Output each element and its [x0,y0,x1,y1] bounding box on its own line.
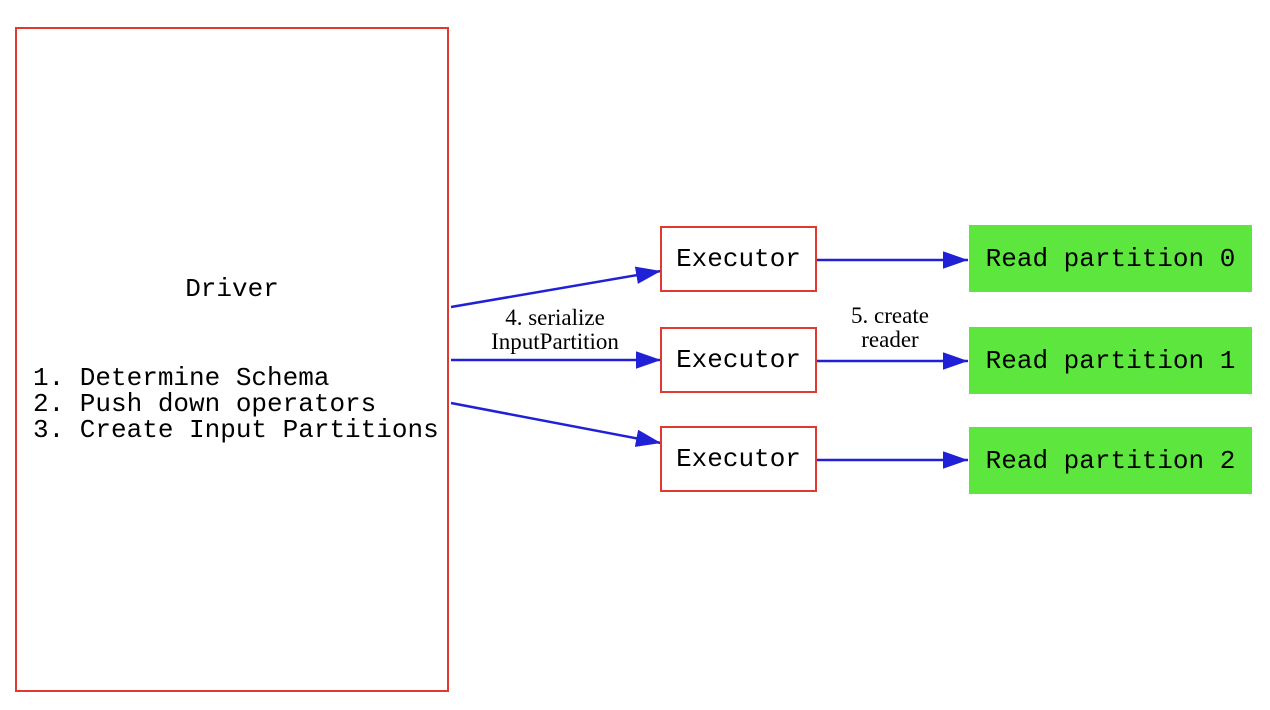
serialize-inputpartition-label: 4. serialize InputPartition [491,305,619,354]
executor-label: Executor [676,345,801,375]
executor-label: Executor [676,244,801,274]
executor-label: Executor [676,444,801,474]
driver-step: 3. Create Input Partitions [33,415,439,445]
read-partition-node-0: Read partition 0 [969,225,1252,292]
executor-node-1: Executor [660,327,817,393]
executor-node-0: Executor [660,226,817,292]
arrow-driver-to-executor-2 [450,401,662,447]
create-reader-label: 5. create reader [851,303,929,352]
read-partition-label: Read partition 0 [985,243,1236,274]
read-partition-label: Read partition 1 [985,345,1236,376]
driver-title: Driver [185,274,279,304]
read-partition-node-2: Read partition 2 [969,427,1252,494]
driver-steps-list: 1. Determine Schema 2. Push down operato… [33,365,439,443]
arrow-driver-to-executor-0 [450,266,662,309]
driver-node: Driver 1. Determine Schema 2. Push down … [15,27,449,692]
read-partition-node-1: Read partition 1 [969,327,1252,394]
driver-step: 1. Determine Schema [33,363,330,393]
read-partition-label: Read partition 2 [985,445,1236,476]
executor-node-2: Executor [660,426,817,492]
driver-step: 2. Push down operators [33,389,377,419]
